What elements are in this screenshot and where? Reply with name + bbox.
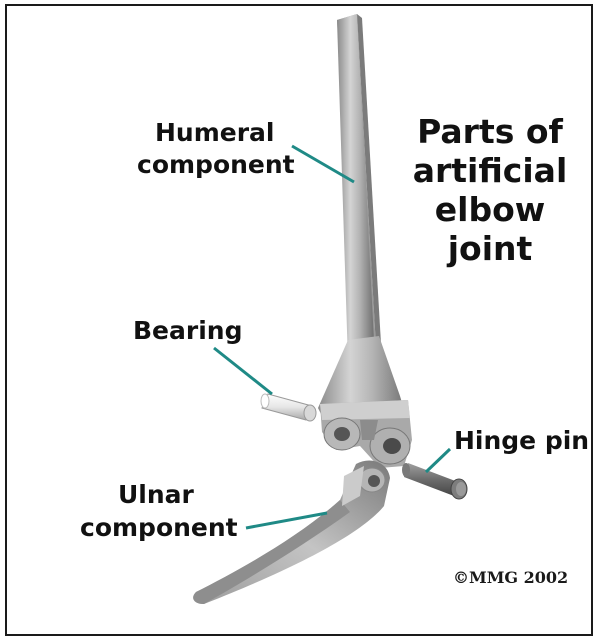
hinge-pin-leader-line <box>426 449 450 472</box>
copyright-notice: ©MMG 2002 <box>453 568 568 587</box>
title-line-3: elbow <box>390 190 590 229</box>
ulnar-label-line2: component <box>80 513 238 543</box>
ulnar-label-line1: Ulnar <box>118 480 194 510</box>
diagram-title: Parts of artificial elbow joint <box>390 112 590 268</box>
bearing-shape <box>261 394 316 421</box>
humeral-label-line2: component <box>137 150 295 180</box>
humeral-label-line1: Humeral <box>155 118 275 148</box>
hinge-pin-shape <box>402 463 467 499</box>
title-line-2: artificial <box>390 151 590 190</box>
bearing-label: Bearing <box>133 316 242 346</box>
hinge-pin-label: Hinge pin <box>454 426 589 456</box>
bearing-leader-line <box>214 348 272 394</box>
title-line-1: Parts of <box>390 112 590 151</box>
title-line-4: joint <box>390 229 590 268</box>
